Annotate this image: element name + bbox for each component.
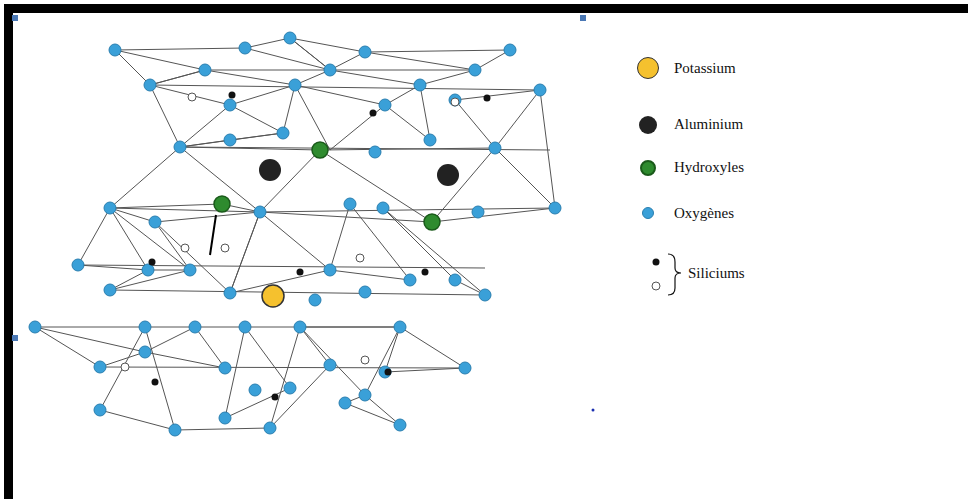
legend-entry: Aluminium <box>674 115 743 133</box>
aluminium-atoms <box>259 159 459 186</box>
legend-entry: Hydroxyles <box>674 158 744 176</box>
legend-label: Oxygènes <box>674 204 734 222</box>
legend-swatch <box>642 207 654 219</box>
hydroxyl-groups <box>214 142 440 230</box>
legend-label: Siliciums <box>688 264 745 282</box>
silicon-atoms-filled <box>149 92 491 401</box>
legend-brace <box>668 254 681 295</box>
oxygen-atoms <box>29 32 561 436</box>
frame-top <box>4 4 968 13</box>
legend-entry: Oxygènes <box>674 204 734 222</box>
corner-mark <box>12 335 18 341</box>
legend-label: Potassium <box>674 59 736 77</box>
bond-line <box>210 215 216 255</box>
legend-swatch <box>640 160 656 176</box>
silicon-atoms-open <box>121 93 459 371</box>
legend-swatch <box>639 116 657 134</box>
corner-mark <box>580 15 586 21</box>
legend-label: Aluminium <box>674 115 743 133</box>
silicon-filled-symbol <box>653 259 660 266</box>
dot <box>592 409 595 412</box>
legend-entry: Siliciums <box>688 264 745 282</box>
silicon-open-symbol <box>652 282 660 290</box>
legend-swatch <box>637 57 659 79</box>
frame-left <box>4 4 13 499</box>
legend-entry: Potassium <box>674 59 736 77</box>
potassium-atom <box>262 285 284 307</box>
legend-label: Hydroxyles <box>674 158 744 176</box>
corner-mark <box>12 15 18 21</box>
polyhedra-lines <box>35 38 555 430</box>
